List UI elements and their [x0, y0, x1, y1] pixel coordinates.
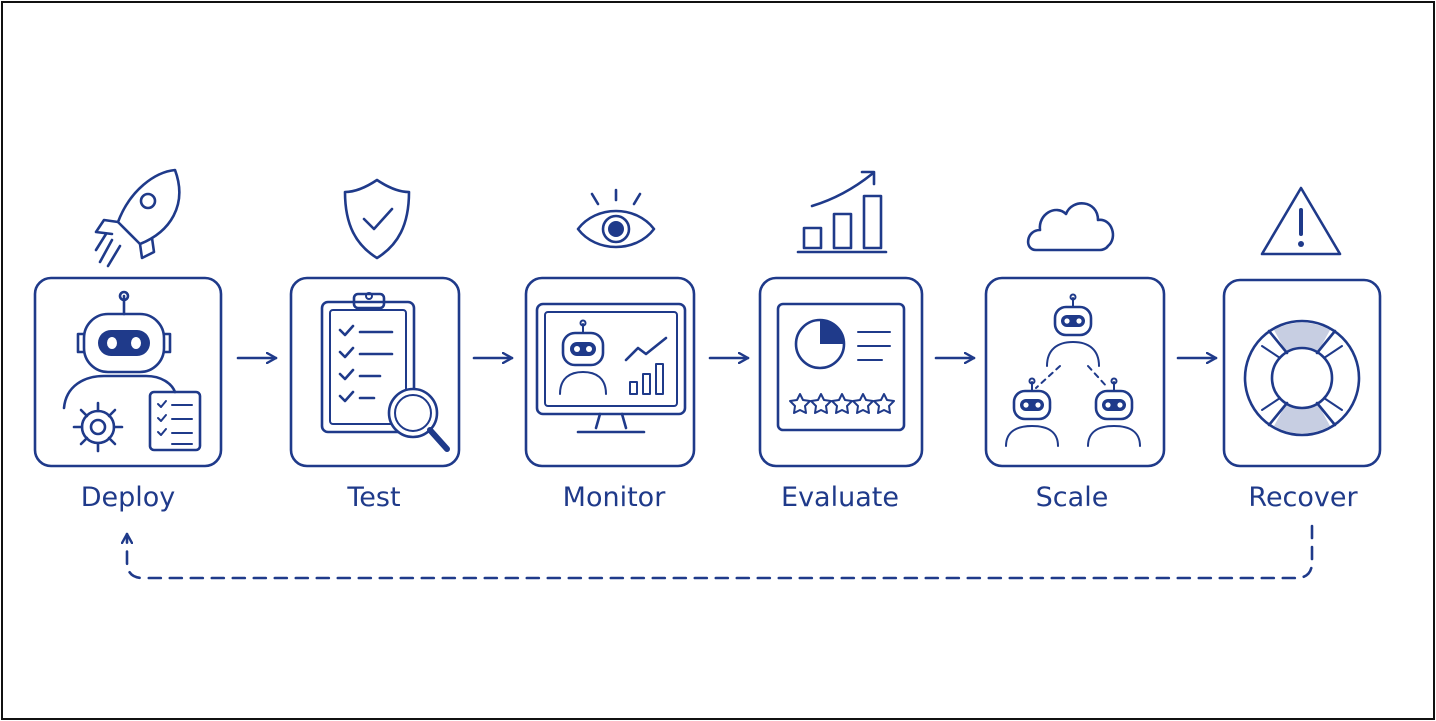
rocket-icon — [94, 168, 181, 268]
evaluate-card — [758, 276, 924, 468]
stage-deploy: Deploy — [33, 168, 223, 513]
scale-card — [984, 276, 1166, 468]
stage-evaluate: Evaluate — [758, 170, 924, 513]
stage-monitor: Monitor — [524, 188, 696, 513]
monitor-card — [524, 276, 696, 468]
feedback-loop-arrow — [127, 524, 1314, 580]
stage-scale: Scale — [984, 202, 1166, 513]
robot-network-icon — [1005, 293, 1141, 447]
monitor-robot-chart-icon — [535, 302, 687, 434]
stage-label-deploy: Deploy — [81, 482, 176, 513]
pie-chart-star-rating-icon — [776, 302, 906, 432]
test-card — [289, 276, 461, 468]
cloud-icon — [1026, 202, 1115, 252]
clipboard-magnifier-icon — [320, 292, 450, 452]
stage-label-scale: Scale — [1036, 482, 1109, 513]
robot-with-gear-and-checklist-icon — [62, 290, 202, 453]
stage-label-evaluate: Evaluate — [781, 482, 899, 513]
warning-triangle-icon — [1260, 186, 1342, 256]
deploy-card — [33, 276, 223, 468]
recover-card — [1222, 278, 1382, 468]
eye-icon — [576, 188, 656, 249]
shield-check-icon — [343, 178, 411, 260]
stage-label-test: Test — [346, 482, 400, 513]
stage-label-recover: Recover — [1248, 482, 1358, 513]
stage-recover: Recover — [1222, 186, 1382, 513]
growth-bar-chart-icon — [796, 170, 888, 254]
lifebuoy-icon — [1243, 319, 1361, 437]
stage-label-monitor: Monitor — [563, 482, 667, 513]
stage-test: Test — [289, 178, 461, 513]
